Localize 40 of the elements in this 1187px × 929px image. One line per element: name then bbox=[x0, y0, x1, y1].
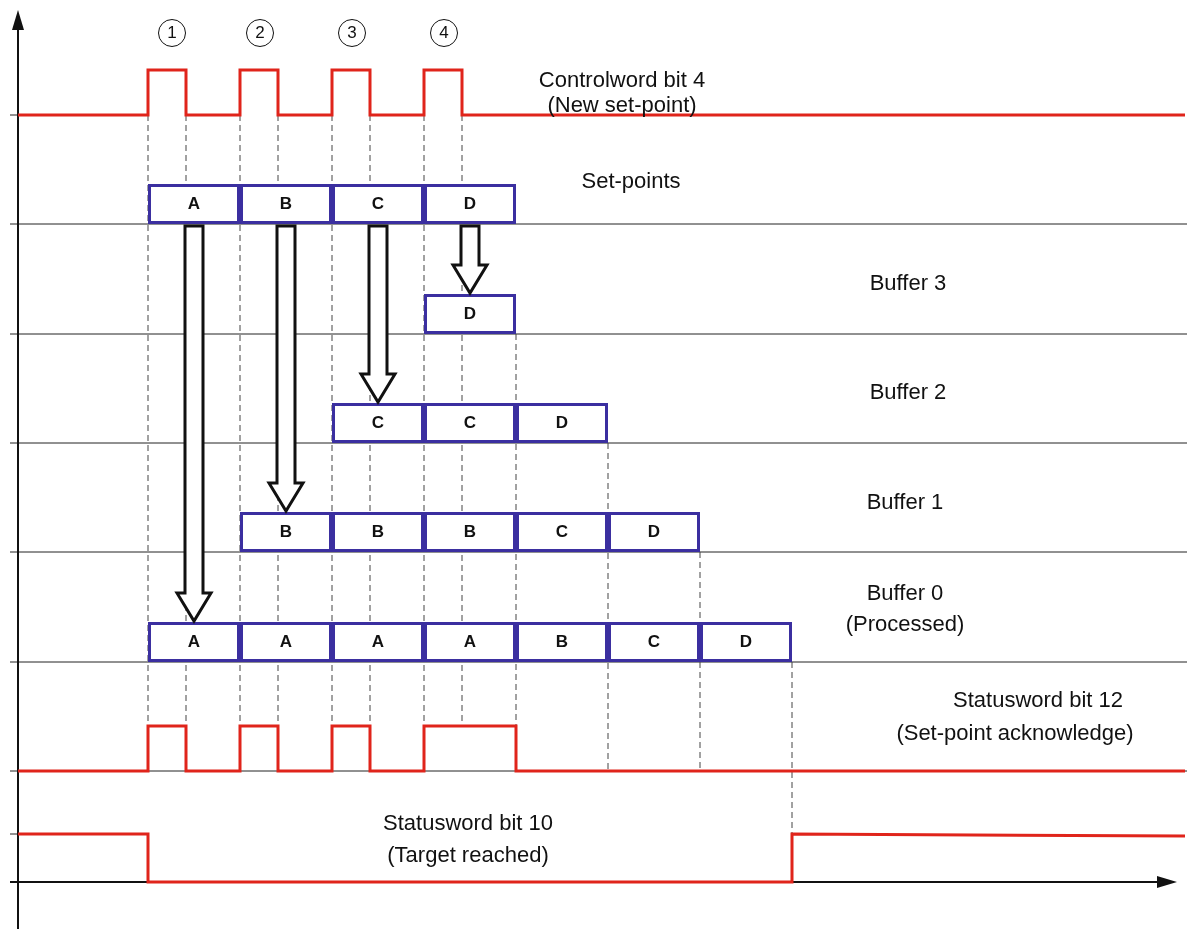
signal-label: (Set-point acknowledge) bbox=[896, 721, 1134, 745]
arrow bbox=[450, 224, 490, 296]
set-point-slot: D bbox=[700, 622, 792, 662]
signal-label: (Processed) bbox=[845, 612, 965, 636]
signal-label: (New set-point) bbox=[547, 93, 697, 117]
set-point-slot: D bbox=[424, 184, 516, 224]
arrow bbox=[174, 224, 214, 624]
set-point-slot: B bbox=[240, 512, 332, 552]
set-point-slot: A bbox=[148, 622, 240, 662]
set-point-slot: A bbox=[148, 184, 240, 224]
set-point-slot: A bbox=[424, 622, 516, 662]
set-point-slot: B bbox=[240, 184, 332, 224]
signal-label: Buffer 0 bbox=[866, 581, 944, 605]
set-point-slot: B bbox=[332, 512, 424, 552]
signal-label: Statusword bit 10 bbox=[383, 811, 553, 835]
set-point-slot: C bbox=[332, 403, 424, 443]
set-point-slot: D bbox=[516, 403, 608, 443]
step-number: 4 bbox=[430, 19, 458, 47]
set-point-slot: B bbox=[424, 512, 516, 552]
signal-label: Buffer 1 bbox=[866, 490, 944, 514]
signal-label: Statusword bit 12 bbox=[953, 688, 1123, 712]
signal-label: Set-points bbox=[581, 169, 681, 193]
step-number: 3 bbox=[338, 19, 366, 47]
arrow bbox=[266, 224, 306, 514]
set-point-slot: B bbox=[516, 622, 608, 662]
set-point-slot: C bbox=[424, 403, 516, 443]
arrow bbox=[358, 224, 398, 405]
set-point-slot: D bbox=[424, 294, 516, 334]
set-point-slot: C bbox=[332, 184, 424, 224]
signal-label: (Target reached) bbox=[387, 843, 549, 867]
set-point-slot: C bbox=[516, 512, 608, 552]
signal-label: Buffer 3 bbox=[869, 271, 947, 295]
step-number: 2 bbox=[246, 19, 274, 47]
signal-label: Buffer 2 bbox=[869, 380, 947, 404]
signal-label: Controlword bit 4 bbox=[538, 68, 706, 92]
step-number: 1 bbox=[158, 19, 186, 47]
set-point-slot: C bbox=[608, 622, 700, 662]
set-point-slot: D bbox=[608, 512, 700, 552]
set-point-slot: A bbox=[240, 622, 332, 662]
set-point-slot: A bbox=[332, 622, 424, 662]
